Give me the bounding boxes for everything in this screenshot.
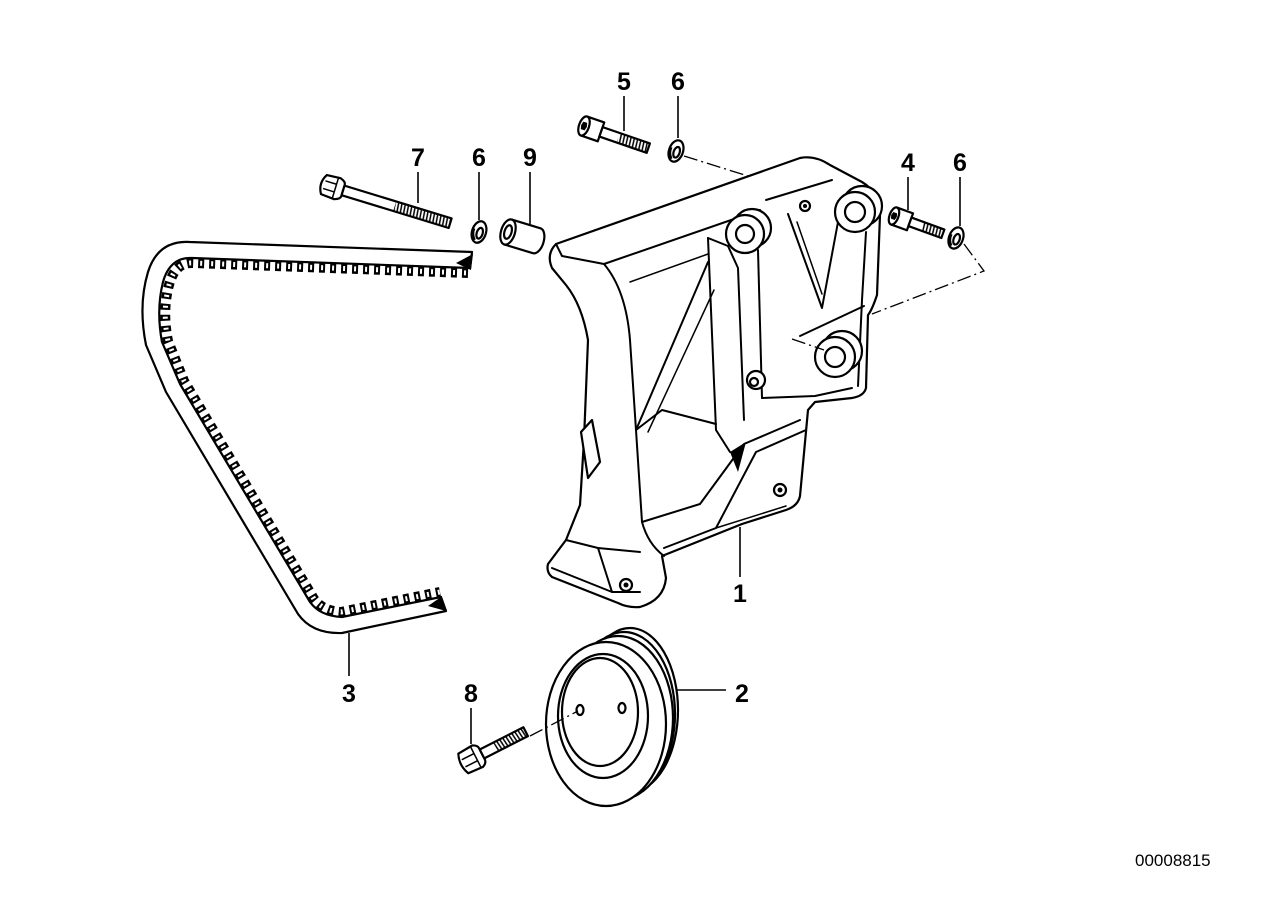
pulley-pin-hole: [617, 701, 627, 715]
callout-label-8: 8: [464, 680, 478, 708]
bolt-4-thread: [920, 222, 945, 239]
bolt-8-head: [457, 744, 487, 775]
axis-line-right: [871, 243, 986, 315]
bolt-7-thread: [393, 201, 452, 228]
washer-6-left-shape: [471, 228, 476, 241]
bracket-diagonal-strut-back: [647, 289, 715, 433]
bracket-right-plate-top: [765, 179, 833, 201]
washer-6-right-shape: [952, 232, 962, 246]
callout-label-5: 5: [617, 68, 631, 96]
bracket-boss-top-right: [833, 184, 884, 234]
v-belt-end-top: [456, 254, 473, 270]
bracket-lower-rib-back: [663, 429, 807, 549]
callout-label-9: 9: [523, 144, 537, 172]
bracket-boss-lower-right: [813, 329, 864, 379]
bracket-small-boss: [745, 369, 767, 391]
washer-6-left-shape: [475, 226, 485, 240]
bracket-lower-window-floor: [715, 505, 787, 529]
pulley-bolt-hole: [575, 703, 585, 717]
axis-line-pulley: [529, 710, 579, 737]
bracket-center-strut-left: [707, 237, 731, 453]
washer-6-left: [470, 220, 488, 244]
bracket-side-tab: [579, 418, 602, 480]
bracket-boss-upper-left-shape: [734, 223, 756, 245]
bolt-7-head-facets: [322, 176, 340, 200]
v-belt-end-bottom: [428, 597, 446, 611]
bracket-lower-rib: [641, 419, 801, 523]
callout-label-2: 2: [735, 680, 749, 708]
washer-6-right-shape: [948, 233, 953, 247]
washer-6-top-shape: [668, 146, 673, 160]
callout-label-7: 7: [411, 144, 425, 172]
callout-labels: 5 6 7 6 9 4 6 1 2 3 8: [342, 68, 967, 708]
v-belt: [141, 240, 474, 635]
bolt-7: [319, 173, 453, 230]
callout-label-4: 4: [901, 149, 915, 177]
bracket-small-boss-shape: [748, 376, 760, 388]
bracket-foot-side: [565, 539, 641, 593]
callout-label-6-left: 6: [472, 144, 486, 172]
sleeve-9-shape: [502, 224, 514, 240]
sleeve-9: [499, 218, 546, 255]
bracket-boss-top-right-shape: [843, 200, 867, 224]
washer-6-right: [947, 226, 965, 250]
axis-line-right-inner: [791, 338, 825, 351]
bracket-hole-top: [798, 199, 812, 213]
bolt-8: [457, 726, 530, 775]
leader-lines: [348, 96, 961, 744]
v-belt-teeth: [160, 258, 469, 618]
bolt-8-head-facets: [461, 745, 482, 769]
bracket-right-plate-bottom: [761, 387, 853, 399]
bracket-hole-top-shape: [803, 204, 807, 208]
bracket-boss-upper-left: [724, 207, 773, 255]
washer-6-top: [667, 139, 685, 163]
bracket-boss-lower-right-shape: [823, 345, 847, 369]
bracket-hole-lower-shape: [777, 487, 783, 493]
bolt-5-thread: [616, 132, 650, 153]
bracket-horizontal-rib: [799, 305, 865, 337]
axis-line-top: [683, 155, 749, 177]
bracket-diagonal-strut: [635, 261, 709, 431]
v-belt-body: [141, 240, 474, 635]
bolt-8-thread: [493, 727, 528, 752]
callout-label-6-top: 6: [671, 68, 685, 96]
bracket-gusset: [787, 213, 839, 309]
bracket-top-lip: [555, 243, 605, 265]
bracket-shadow: [730, 442, 746, 472]
bracket-gusset-inner: [796, 221, 823, 295]
pulley-hub-face: [560, 656, 640, 768]
callout-label-1: 1: [733, 580, 747, 608]
bolt-5: [577, 115, 652, 154]
callout-label-6-right: 6: [953, 149, 967, 177]
bracket-hole-lower: [772, 482, 788, 498]
callout-label-3: 3: [342, 680, 356, 708]
bracket-left-arm-inner: [603, 263, 665, 557]
bracket-strut-cap: [707, 237, 729, 247]
bracket-center-strut-right: [727, 245, 745, 421]
bracket-hole-foot-shape: [623, 582, 629, 588]
bracket: [546, 156, 884, 609]
bolt-4-socket: [890, 212, 898, 220]
washer-6-top-shape: [672, 145, 682, 159]
bolt-5-socket: [580, 121, 588, 131]
diagram-reference-number: 00008815: [1135, 851, 1211, 870]
bracket-ledge: [635, 409, 717, 431]
bracket-hole-foot: [618, 577, 634, 593]
pulley: [544, 626, 680, 808]
bolt-4: [887, 206, 946, 240]
bracket-window-back-edge: [629, 253, 709, 283]
